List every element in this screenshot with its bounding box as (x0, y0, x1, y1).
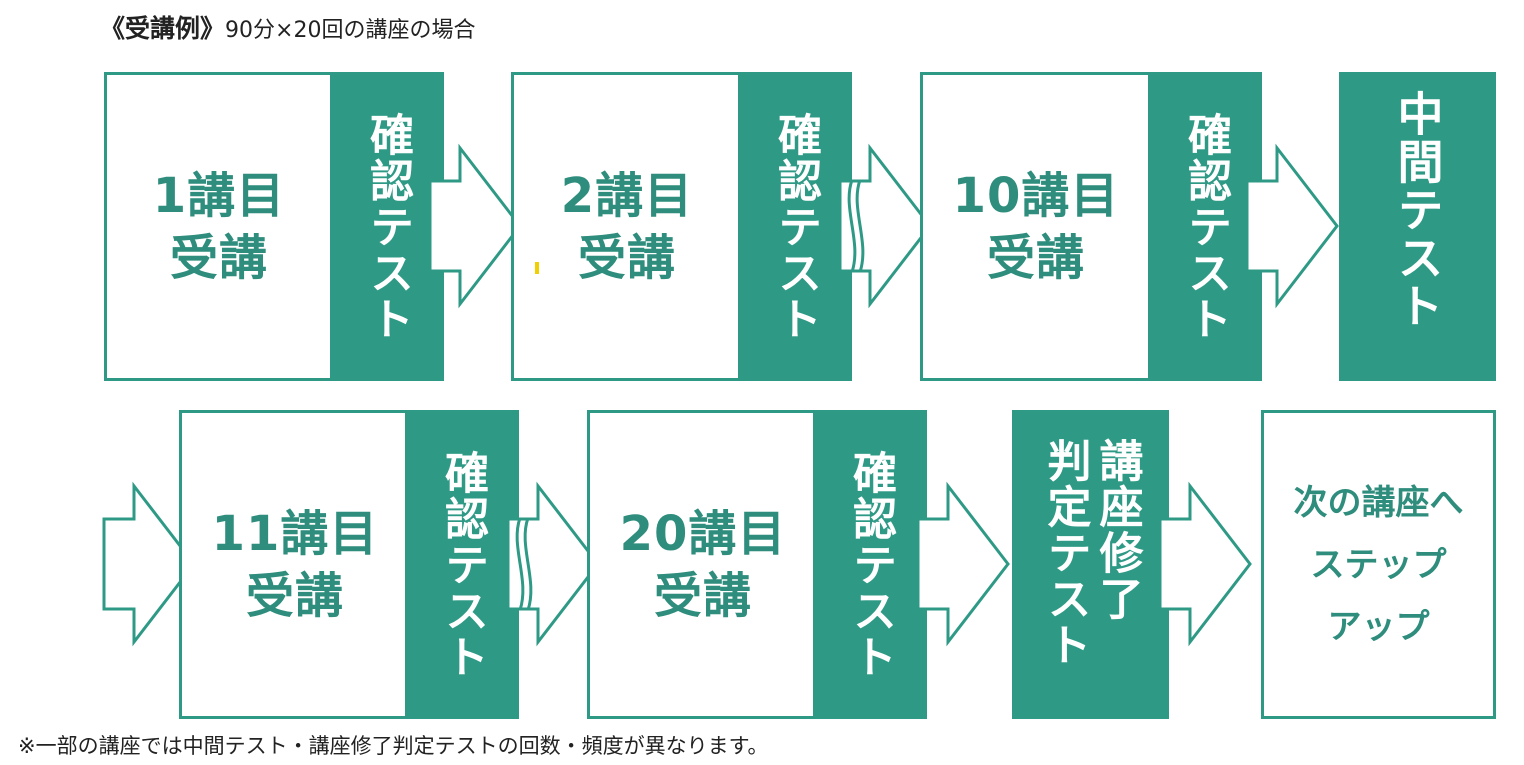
next-course-line2: ステップ (1310, 544, 1447, 585)
footnote: ※一部の講座では中間テスト・講座修了判定テストの回数・頻度が異なります。 (18, 734, 769, 758)
lecture-2-label: 2講目 (560, 167, 694, 224)
next-course-box: 次の講座へ ステップ アップ (1261, 410, 1496, 719)
check-test-11: 確認テスト (405, 410, 519, 719)
check-test-2: 確認テスト (738, 72, 852, 381)
check-test-10: 確認テスト (1148, 72, 1262, 381)
example-title: 《受講例》 (100, 14, 226, 43)
check-test-1: 確認テスト (330, 72, 444, 381)
flow-arrow-4 (1158, 481, 1252, 647)
lecture-1-label: 1講目 (152, 167, 286, 224)
lecture-10-attend: 受講 (986, 229, 1085, 286)
lecture-2-box: 2講目 受講 (511, 72, 743, 381)
lecture-1-box: 1講目 受講 (104, 72, 334, 381)
check-test-20: 確認テスト (813, 410, 927, 719)
check-test-11-label: 確認テスト (437, 449, 488, 680)
lecture-20-attend: 受講 (653, 567, 752, 624)
lecture-11-attend: 受講 (245, 567, 344, 624)
flow-arrow-row2-start (102, 481, 196, 647)
completion-test: 講座修了 判定テスト (1012, 410, 1169, 719)
next-course-line1: 次の講座へ (1293, 482, 1464, 523)
lecture-2-attend: 受講 (577, 229, 676, 286)
lecture-11-label: 11講目 (211, 505, 379, 562)
lecture-10-label: 10講目 (952, 167, 1120, 224)
midterm-test-label: 中間テスト (1390, 90, 1445, 330)
midterm-test: 中間テスト (1339, 72, 1496, 381)
flow-arrow-3 (916, 481, 1010, 647)
lecture-10-box: 10講目 受講 (920, 72, 1152, 381)
lecture-20-box: 20講目 受講 (587, 410, 819, 719)
flow-arrow-2 (1245, 143, 1339, 309)
completion-test-col2: 判定テスト (1039, 438, 1091, 668)
check-test-10-label: 確認テスト (1180, 111, 1231, 342)
example-header: 《受講例》90分×20回の講座の場合 (100, 12, 475, 46)
next-course-line3: アップ (1327, 606, 1430, 647)
flow-arrow-skip-2 (506, 481, 600, 647)
example-subtitle: 90分×20回の講座の場合 (225, 18, 476, 43)
check-test-20-label: 確認テスト (845, 449, 896, 680)
lecture-1-attend: 受講 (169, 229, 268, 286)
completion-test-col1: 講座修了 (1091, 438, 1143, 622)
flow-arrow-skip-1 (838, 143, 932, 309)
lecture-11-box: 11講目 受講 (179, 410, 411, 719)
check-test-2-label: 確認テスト (770, 111, 821, 342)
flow-arrow-1 (428, 143, 522, 309)
check-test-1-label: 確認テスト (362, 111, 413, 342)
highlight-mark (535, 262, 539, 274)
completion-test-label: 講座修了 判定テスト (1039, 438, 1143, 668)
lecture-20-label: 20講目 (619, 505, 787, 562)
